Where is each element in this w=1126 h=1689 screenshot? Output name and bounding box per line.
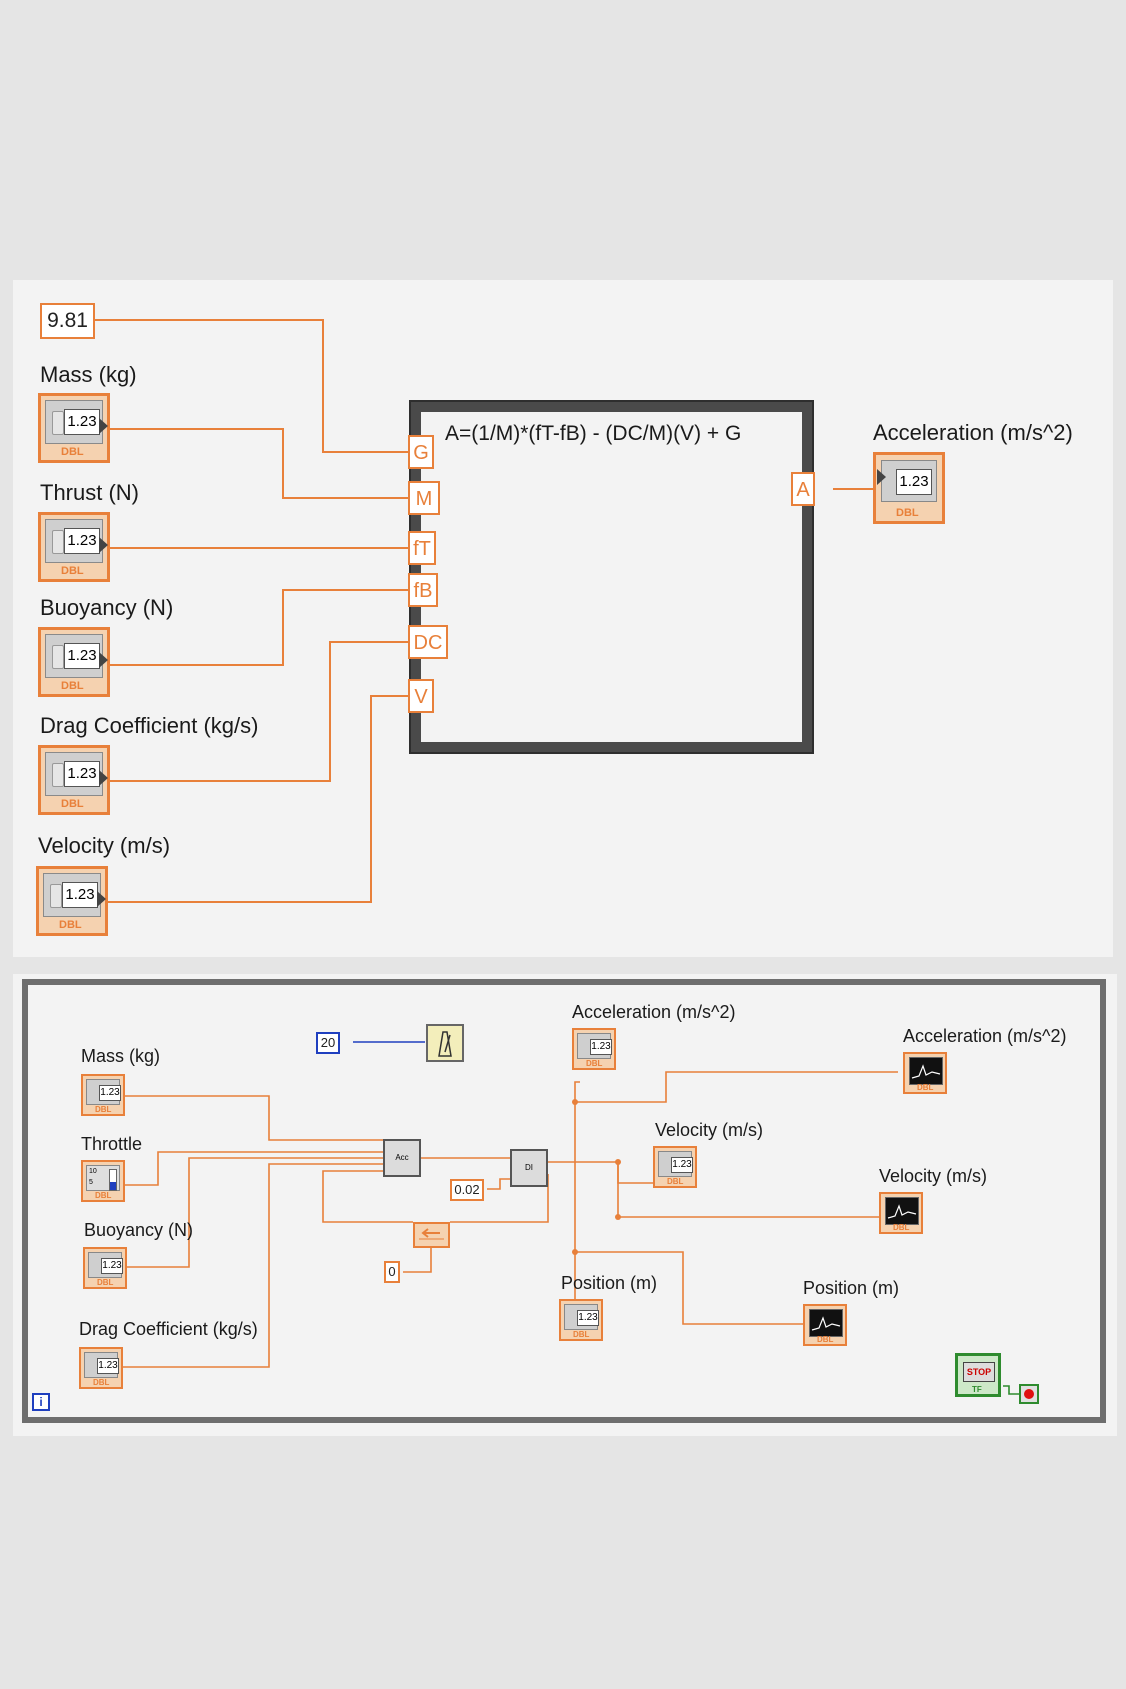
thrust-control[interactable]: 1.23 DBL <box>38 512 110 582</box>
buoyancy-control[interactable]: 1.23 DBL <box>83 1247 127 1289</box>
terminal-arrow-icon <box>877 469 886 485</box>
buoyancy-control[interactable]: 1.23 DBL <box>38 627 110 697</box>
input-terminal-v[interactable]: V <box>408 679 434 713</box>
formula-expression[interactable]: A=(1/M)*(fT-fB) - (DC/M)(V) + G <box>445 422 742 445</box>
acceleration-indicator-label: Acceleration (m/s^2) <box>873 420 1073 445</box>
input-terminal-m[interactable]: M <box>408 481 440 515</box>
wait-metronome-icon[interactable] <box>426 1024 464 1062</box>
acceleration-indicator[interactable]: 1.23 DBL <box>572 1028 616 1070</box>
wire-fb <box>107 589 409 666</box>
velocity-waveform-chart[interactable]: DBL <box>879 1192 923 1234</box>
stop-button[interactable]: STOP TF <box>955 1353 1001 1397</box>
loop-wires <box>123 1041 1019 1395</box>
velocity-control[interactable]: 1.23 DBL <box>36 866 108 936</box>
formula-node[interactable]: A=(1/M)*(fT-fB) - (DC/M)(V) + G <box>409 400 814 754</box>
velocity-graph-label: Velocity (m/s) <box>879 1166 988 1186</box>
slider-track[interactable] <box>109 1169 117 1191</box>
increment-knob-icon[interactable] <box>52 411 64 435</box>
formula-node-diagram: 9.81 Mass (kg) 1.23 DBL Thrust (N) 1.23 … <box>13 280 1113 957</box>
iteration-terminal[interactable]: i <box>32 1393 50 1411</box>
increment-knob-icon[interactable] <box>52 645 64 669</box>
slider-thumb-icon[interactable] <box>110 1182 116 1190</box>
acceleration-indicator[interactable]: 1.23 DBL <box>873 452 945 524</box>
input-terminal-fb[interactable]: fB <box>408 573 438 607</box>
mass-control[interactable]: 1.23 DBL <box>38 393 110 463</box>
acceleration-graph-label: Acceleration (m/s^2) <box>903 1026 1067 1046</box>
gravity-constant[interactable]: 9.81 <box>40 303 95 339</box>
terminal-arrow-icon <box>99 418 108 434</box>
time-step-constant[interactable]: 0.02 <box>450 1179 484 1201</box>
increment-knob-icon[interactable] <box>52 530 64 554</box>
output-terminal-a[interactable]: A <box>791 472 815 506</box>
position-graph-label: Position (m) <box>803 1278 900 1298</box>
buoyancy-label: Buoyancy (N) <box>84 1220 194 1240</box>
integration-subvi[interactable]: DI <box>510 1149 548 1187</box>
wire-g <box>95 319 409 453</box>
velocity-indicator-label: Velocity (m/s) <box>655 1120 764 1140</box>
increment-knob-icon[interactable] <box>52 763 64 787</box>
velocity-indicator[interactable]: 1.23 DBL <box>653 1146 697 1188</box>
drag-coefficient-control[interactable]: 1.23 DBL <box>38 745 110 815</box>
terminal-arrow-icon <box>99 652 108 668</box>
increment-knob-icon[interactable] <box>50 884 62 908</box>
wait-ms-constant[interactable]: 20 <box>316 1032 340 1054</box>
initial-value-constant[interactable]: 0 <box>384 1261 400 1283</box>
while-loop-diagram: Mass (kg) 1.23 DBL Throttle 10 5 DBL Buo… <box>13 974 1117 1436</box>
mass-label: Mass (kg) <box>40 362 137 387</box>
input-terminal-ft[interactable]: fT <box>408 531 436 565</box>
drag-coefficient-label: Drag Coefficient (kg/s) <box>40 713 259 738</box>
input-terminal-g[interactable]: G <box>408 435 434 469</box>
acceleration-indicator-label: Acceleration (m/s^2) <box>572 1002 736 1022</box>
position-indicator[interactable]: 1.23 DBL <box>559 1299 603 1341</box>
terminal-arrow-icon <box>97 891 106 907</box>
drag-coefficient-label: Drag Coefficient (kg/s) <box>79 1319 258 1339</box>
wire-v <box>107 695 409 903</box>
terminal-arrow-icon <box>99 537 108 553</box>
terminal-arrow-icon <box>99 770 108 786</box>
acceleration-subvi[interactable]: Acc <box>383 1139 421 1177</box>
velocity-label: Velocity (m/s) <box>38 833 171 858</box>
wire-dc <box>107 641 409 782</box>
buoyancy-label: Buoyancy (N) <box>40 595 174 620</box>
loop-condition-terminal-icon[interactable] <box>1019 1384 1039 1404</box>
input-terminal-dc[interactable]: DC <box>408 625 448 659</box>
throttle-slider-control[interactable]: 10 5 DBL <box>81 1160 125 1202</box>
position-waveform-chart[interactable]: DBL <box>803 1304 847 1346</box>
mass-control[interactable]: 1.23 DBL <box>81 1074 125 1116</box>
thrust-label: Thrust (N) <box>40 480 139 505</box>
formula-wires <box>95 319 878 903</box>
drag-coefficient-control[interactable]: 1.23 DBL <box>79 1347 123 1389</box>
wire-m <box>107 428 409 499</box>
feedback-node[interactable] <box>413 1222 450 1248</box>
mass-label: Mass (kg) <box>81 1046 161 1066</box>
while-loop[interactable] <box>22 979 1106 1423</box>
throttle-label: Throttle <box>81 1134 143 1154</box>
acceleration-waveform-chart[interactable]: DBL <box>903 1052 947 1094</box>
position-indicator-label: Position (m) <box>561 1273 658 1293</box>
